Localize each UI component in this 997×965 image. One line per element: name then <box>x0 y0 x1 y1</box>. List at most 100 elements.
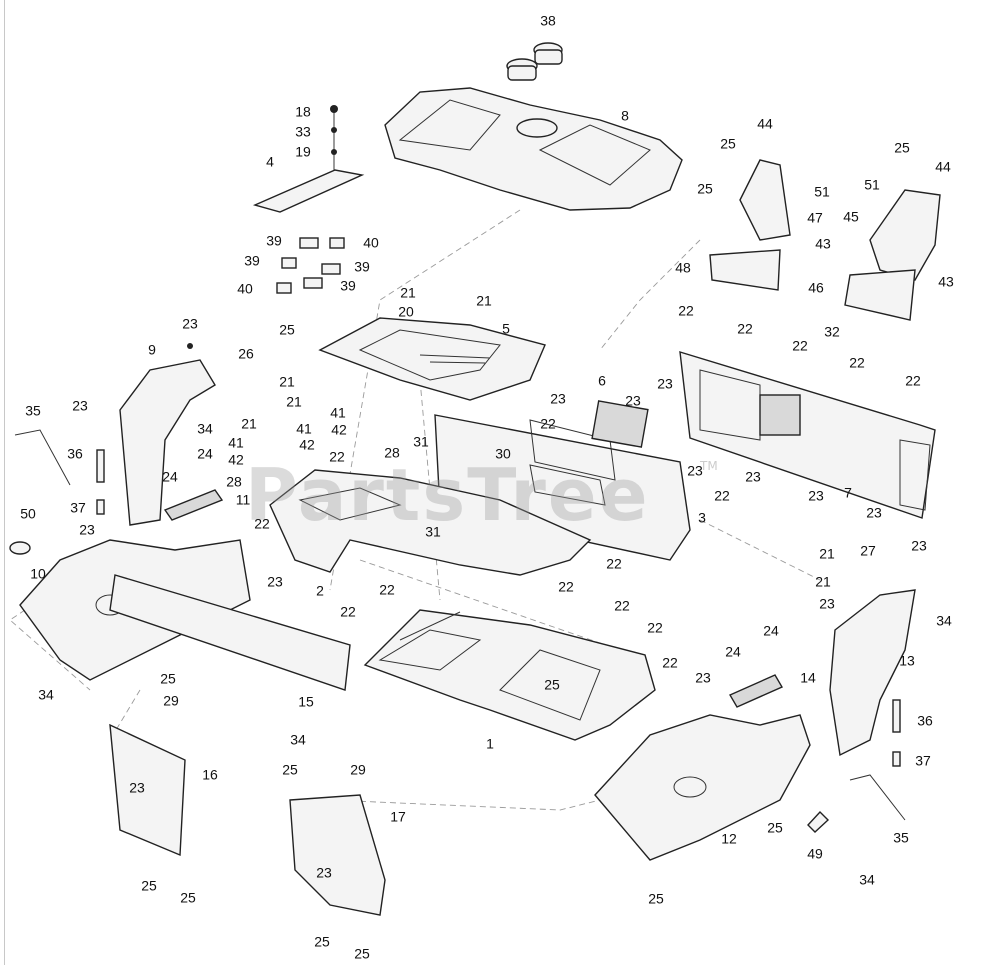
callout-label: 25 <box>282 762 298 778</box>
floor-pan-part-1 <box>363 609 656 741</box>
callout-label: 11 <box>236 492 251 508</box>
callout-label: 25 <box>160 671 176 687</box>
callout-label: 43 <box>938 274 954 290</box>
callout-label: 25 <box>354 946 370 962</box>
callout-label: 39 <box>354 259 370 275</box>
callout-label: 10 <box>30 566 46 582</box>
callout-label: 22 <box>737 321 753 337</box>
page-left-border <box>4 0 5 965</box>
right-fender-part-13 <box>829 589 916 757</box>
callout-label: 21 <box>279 374 295 390</box>
callout-label: 1 <box>486 736 494 752</box>
callout-label: 40 <box>363 235 379 251</box>
callout-label: 22 <box>614 598 630 614</box>
step-plate-part-14 <box>729 674 783 708</box>
callout-label: 48 <box>675 260 691 276</box>
callout-label: 25 <box>697 181 713 197</box>
callout-label: 29 <box>350 762 366 778</box>
callout-label: 21 <box>286 394 302 410</box>
callout-label: 23 <box>687 463 703 479</box>
callout-label: 12 <box>721 831 737 847</box>
callout-label: 31 <box>413 434 429 450</box>
callout-label: 22 <box>606 556 622 572</box>
callout-label: 40 <box>237 281 253 297</box>
callout-label: 34 <box>38 687 54 703</box>
callout-label: 34 <box>859 872 875 888</box>
plate-part-4 <box>252 105 365 213</box>
callout-label: 21 <box>815 574 831 590</box>
callout-label: 22 <box>662 655 678 671</box>
callout-label: 22 <box>558 579 574 595</box>
callout-label: 23 <box>79 522 95 538</box>
svg-text:PartsTree: PartsTree <box>245 453 650 537</box>
callout-label: 51 <box>814 184 830 200</box>
callout-label: 23 <box>745 469 761 485</box>
callout-label: 23 <box>911 538 927 554</box>
callout-label: 47 <box>807 210 823 226</box>
rods-part-35 <box>9 429 906 833</box>
callout-label: 44 <box>757 116 773 132</box>
bracket-part-16 <box>109 723 186 857</box>
callout-label: 39 <box>266 233 282 249</box>
callout-label: 41 <box>330 405 346 421</box>
left-fender-part-9 <box>119 343 216 526</box>
callout-label: 22 <box>849 355 865 371</box>
callout-label: 19 <box>295 144 311 160</box>
callout-label: 16 <box>202 767 218 783</box>
callout-label: 42 <box>228 452 244 468</box>
callout-label: 39 <box>244 253 260 269</box>
callout-label: 35 <box>25 403 41 419</box>
callout-label: 25 <box>180 890 196 906</box>
callout-label: 41 <box>296 421 312 437</box>
callout-label: 24 <box>725 644 741 660</box>
callout-label: 24 <box>197 446 213 462</box>
callout-label: 43 <box>815 236 831 252</box>
callout-label: 6 <box>598 373 606 389</box>
sill-part-15 <box>109 574 351 691</box>
callout-label: 23 <box>316 865 332 881</box>
callout-label: 23 <box>182 316 198 332</box>
svg-text:TM: TM <box>699 459 718 473</box>
callout-label: 21 <box>241 416 257 432</box>
callout-label: 20 <box>398 304 414 320</box>
callout-label: 25 <box>279 322 295 338</box>
seat-back-part-45 <box>844 189 941 321</box>
pan-part-5 <box>318 317 546 401</box>
partstree-watermark: PartsTree TM <box>245 453 718 537</box>
callout-label: 25 <box>720 136 736 152</box>
callout-label: 13 <box>899 653 915 669</box>
callout-label: 23 <box>72 398 88 414</box>
callout-label: 3 <box>698 510 706 526</box>
callout-label: 23 <box>267 574 283 590</box>
callout-label: 22 <box>792 338 808 354</box>
callout-label: 17 <box>390 809 406 825</box>
callout-label: 23 <box>866 505 882 521</box>
callout-label: 42 <box>331 422 347 438</box>
callout-label: 36 <box>67 446 83 462</box>
callout-label: 23 <box>625 393 641 409</box>
callout-label: 37 <box>70 500 86 516</box>
callout-label: 51 <box>864 177 880 193</box>
callout-label: 21 <box>400 285 416 301</box>
callout-label: 34 <box>936 613 952 629</box>
tub-part-2 <box>269 469 592 576</box>
callout-label: 50 <box>20 506 36 522</box>
callout-label: 9 <box>148 342 156 358</box>
callout-label: 49 <box>807 846 823 862</box>
callout-label: 22 <box>647 620 663 636</box>
callout-label: 15 <box>298 694 314 710</box>
callout-label: 34 <box>197 421 213 437</box>
callout-label: 39 <box>340 278 356 294</box>
clips-39-40 <box>276 237 345 294</box>
callout-label: 25 <box>767 820 783 836</box>
callout-label: 22 <box>714 488 730 504</box>
step-plate-part-11 <box>163 489 224 521</box>
callout-label: 28 <box>226 474 242 490</box>
callout-label: 33 <box>295 124 311 140</box>
callout-label: 22 <box>540 416 556 432</box>
callout-label: 18 <box>295 104 311 120</box>
callout-label: 45 <box>843 209 859 225</box>
callout-label: 21 <box>819 546 835 562</box>
callout-label: 31 <box>425 524 441 540</box>
